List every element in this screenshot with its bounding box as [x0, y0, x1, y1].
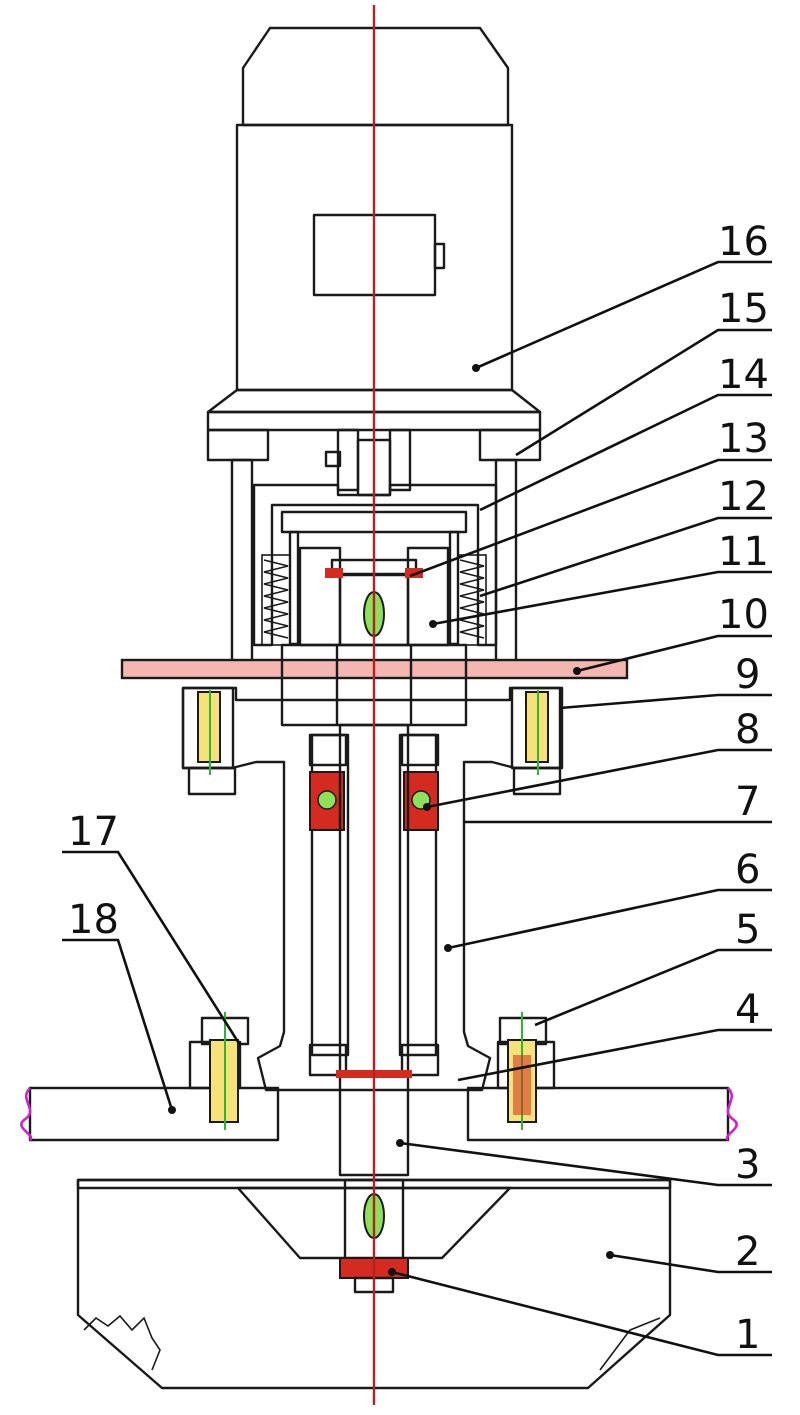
- callout-label-14: 14: [718, 352, 769, 398]
- callout-label-5: 5: [735, 907, 760, 953]
- callout-label-1: 1: [735, 1312, 760, 1358]
- callout-label-13: 13: [718, 416, 769, 462]
- callout-label-10: 10: [718, 592, 769, 638]
- spring-pack-right: [457, 554, 487, 646]
- lower-bolt-left: [188, 1012, 250, 1130]
- callout-label-17: 17: [68, 809, 119, 855]
- bearing-left: [309, 771, 345, 831]
- bearing-housing: [181, 686, 562, 1092]
- callout-label-18: 18: [68, 897, 119, 943]
- callout-leaders: [62, 260, 772, 1357]
- callout-label-9: 9: [735, 652, 760, 698]
- callout-labels: 16 15 14 13 12 11 10 9 8 7 6 5 4 3 2 1 1…: [68, 219, 769, 1358]
- upper-bolt-right: [510, 686, 564, 796]
- callout-label-4: 4: [735, 987, 760, 1033]
- tank-plate: [20, 1086, 738, 1142]
- callout-label-8: 8: [735, 707, 760, 753]
- spring-pack-left: [261, 554, 291, 646]
- seal-ring-left: [325, 568, 343, 578]
- callout-label-11: 11: [718, 529, 769, 575]
- callout-label-7: 7: [735, 779, 760, 825]
- callout-label-15: 15: [718, 286, 769, 332]
- callout-label-12: 12: [718, 474, 769, 520]
- callout-label-16: 16: [718, 219, 769, 265]
- lower-bolt-right: [496, 1012, 556, 1130]
- callout-label-6: 6: [735, 847, 760, 893]
- upper-bolt-left: [181, 686, 237, 796]
- seal-ring-right: [405, 568, 423, 578]
- callout-label-3: 3: [735, 1142, 760, 1188]
- callout-label-2: 2: [735, 1229, 760, 1275]
